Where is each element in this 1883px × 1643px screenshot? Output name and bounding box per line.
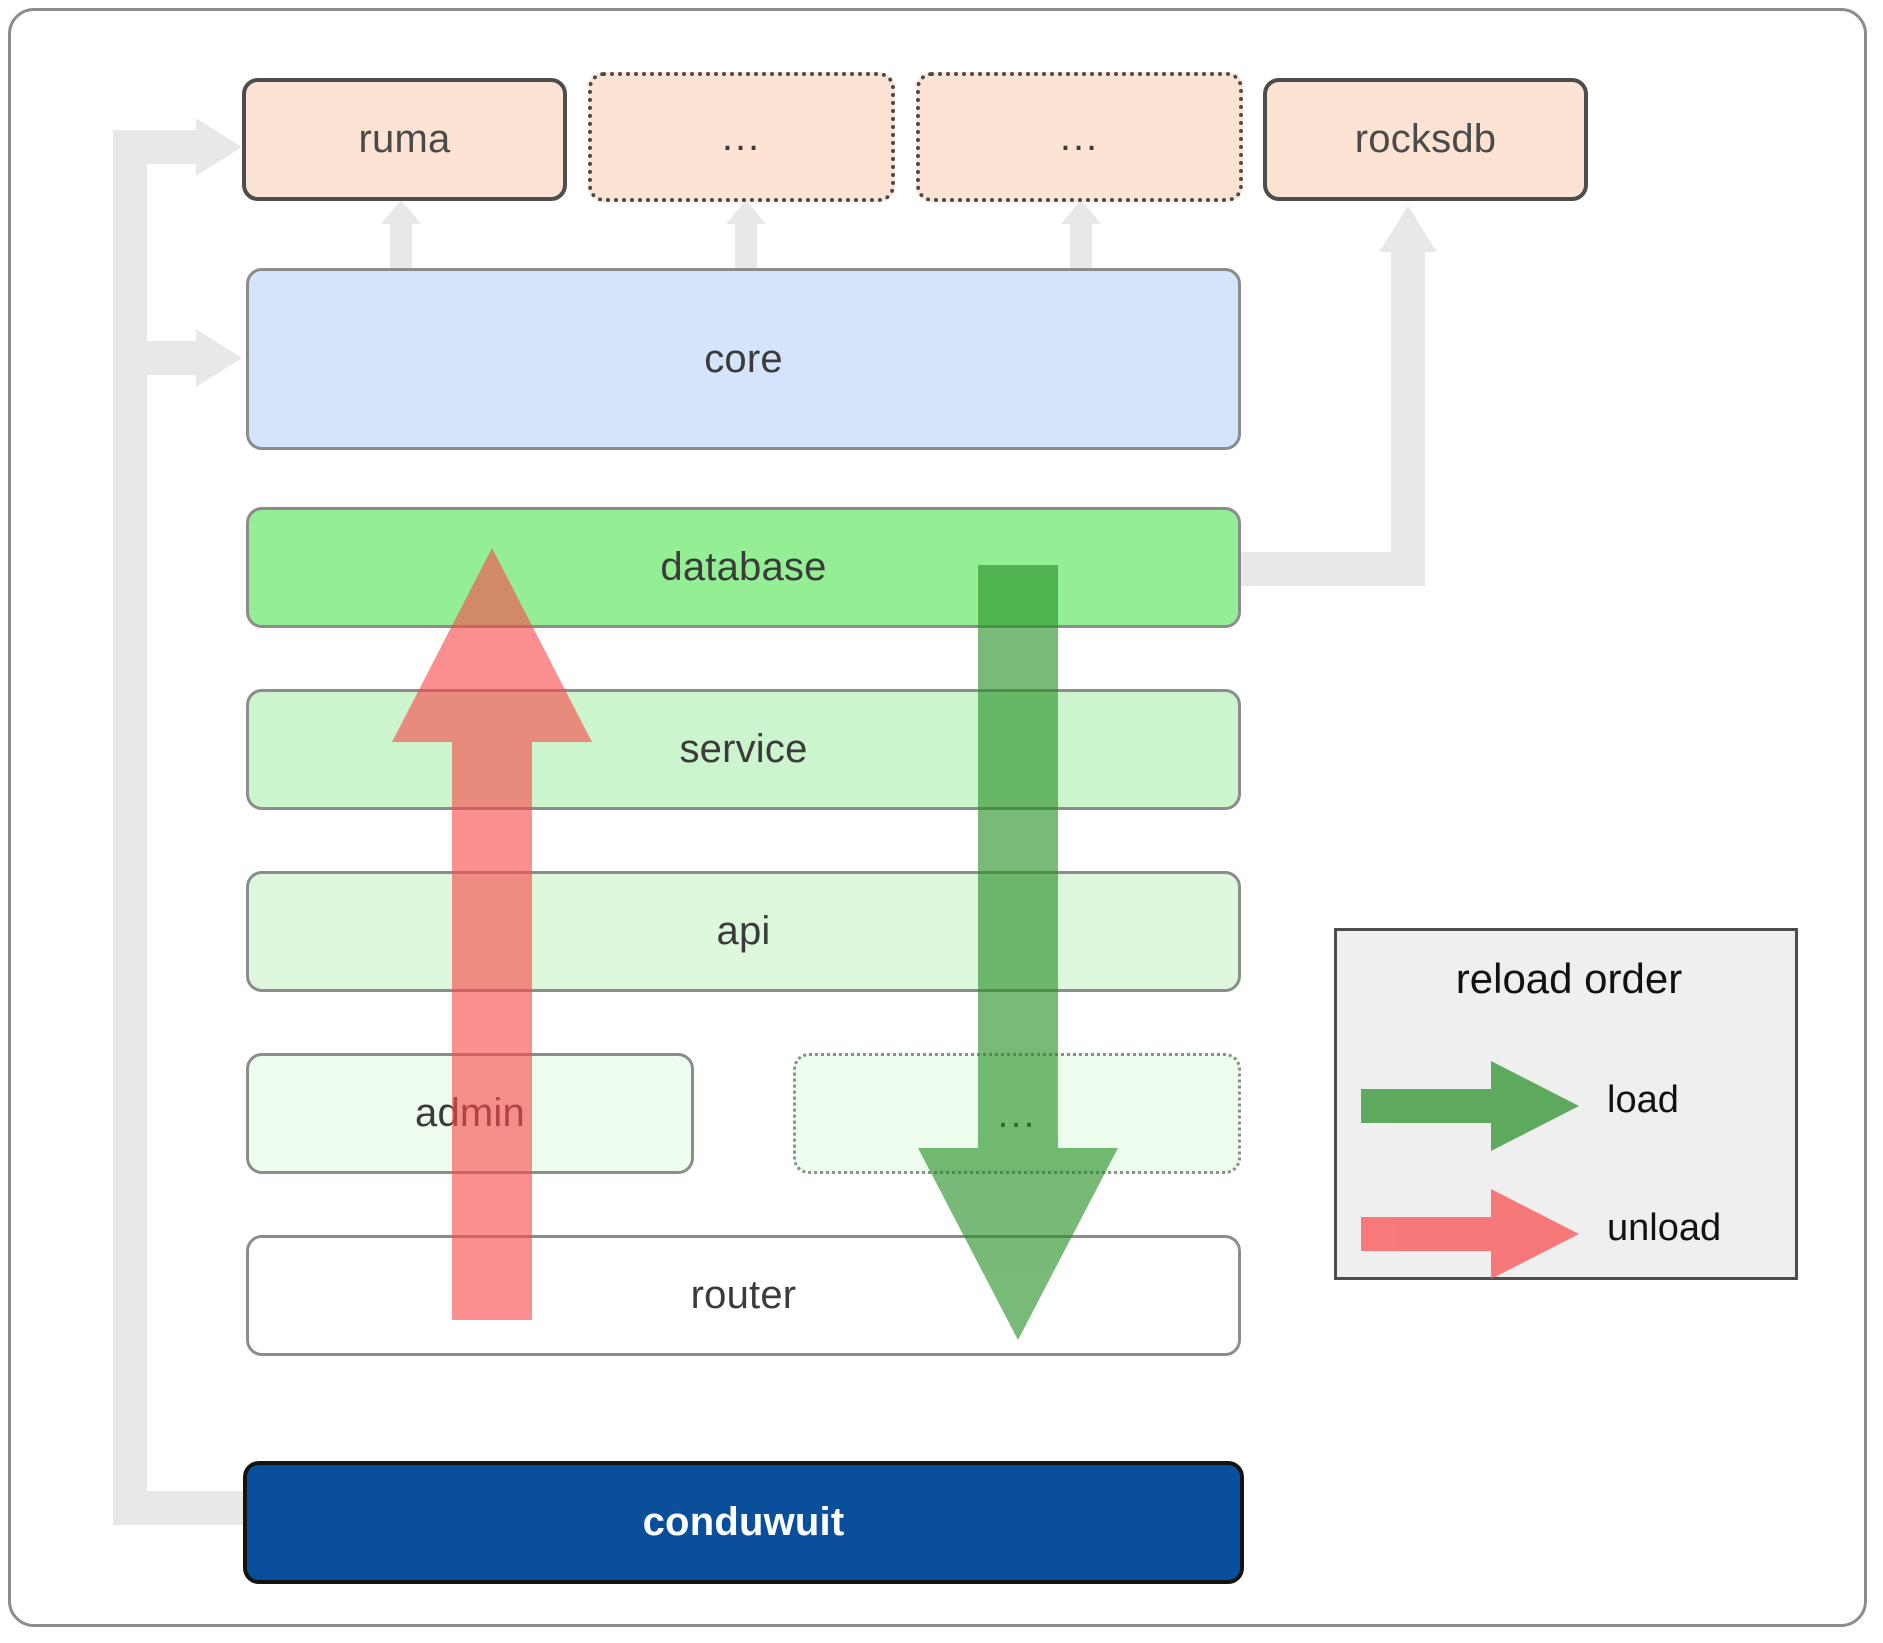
node-api[interactable]: api (246, 871, 1241, 992)
node-rocksdb[interactable]: rocksdb (1263, 78, 1588, 201)
node-router-label: router (690, 1273, 797, 1317)
node-admin[interactable]: admin (246, 1053, 694, 1174)
node-api-label: api (716, 909, 771, 953)
node-service-label: service (679, 727, 808, 771)
node-database-label: database (660, 545, 827, 589)
legend-reload-order: reload order load unload (1334, 928, 1798, 1280)
node-core-label: core (704, 336, 783, 381)
node-rocksdb-label: rocksdb (1354, 117, 1497, 161)
legend-row-unload: unload (1337, 1189, 1801, 1279)
node-bottom-ellipsis-label: ... (997, 1091, 1037, 1136)
node-conduwuit-label: conduwuit (642, 1500, 845, 1544)
node-dep-ellipsis-1-label: ... (721, 115, 762, 159)
node-database[interactable]: database (246, 507, 1241, 628)
node-bottom-ellipsis[interactable]: ... (793, 1053, 1241, 1174)
node-dep-ellipsis-1[interactable]: ... (588, 72, 895, 202)
node-service[interactable]: service (246, 689, 1241, 810)
node-router[interactable]: router (246, 1235, 1241, 1356)
diagram-frame (8, 8, 1867, 1627)
node-admin-label: admin (415, 1091, 525, 1135)
legend-title: reload order (1455, 955, 1683, 1002)
legend-load-label: load (1607, 1079, 1679, 1121)
legend-row-load: load (1337, 1061, 1801, 1151)
legend-unload-label: unload (1607, 1207, 1722, 1249)
node-ruma-label: ruma (358, 117, 451, 161)
node-dep-ellipsis-2[interactable]: ... (916, 72, 1243, 202)
node-core[interactable]: core (246, 268, 1241, 450)
node-ruma[interactable]: ruma (242, 78, 567, 201)
node-conduwuit[interactable]: conduwuit (243, 1461, 1244, 1584)
legend-load-arrow-icon (1361, 1061, 1579, 1151)
node-dep-ellipsis-2-label: ... (1059, 115, 1100, 159)
legend-unload-arrow-icon (1361, 1189, 1579, 1279)
